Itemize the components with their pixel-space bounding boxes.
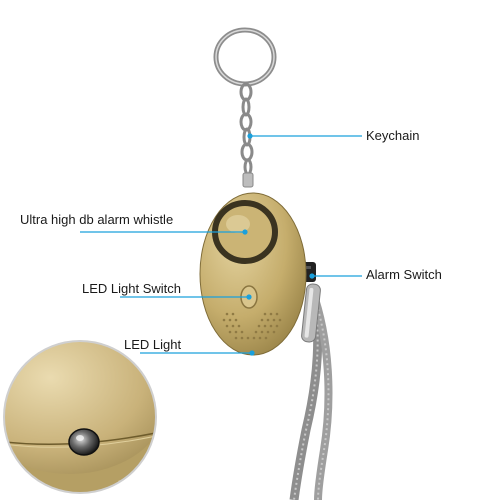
callout-dot-whistle [242, 229, 248, 235]
callout-label-led-light-switch: LED Light Switch [82, 281, 181, 296]
keychain-chain [239, 82, 254, 176]
callout-label-keychain: Keychain [366, 128, 420, 143]
callout-lines [80, 133, 362, 356]
callout-dot-alarm-switch [309, 273, 315, 279]
callout-dot-led-light [249, 350, 255, 356]
key-ring [213, 27, 277, 87]
wrist-lanyard [289, 283, 333, 500]
dot-pattern [222, 312, 282, 340]
alarm-device-body [199, 192, 307, 356]
callout-label-alarm-whistle: Ultra high db alarm whistle [20, 212, 174, 227]
callout-dot-led-switch [246, 294, 252, 300]
callout-label-alarm-switch: Alarm Switch [366, 267, 442, 282]
callout-dot-keychain [247, 133, 253, 139]
led-lens [68, 428, 100, 456]
callout-label-led-light: LED Light [124, 337, 182, 352]
chain-connector [242, 172, 254, 188]
